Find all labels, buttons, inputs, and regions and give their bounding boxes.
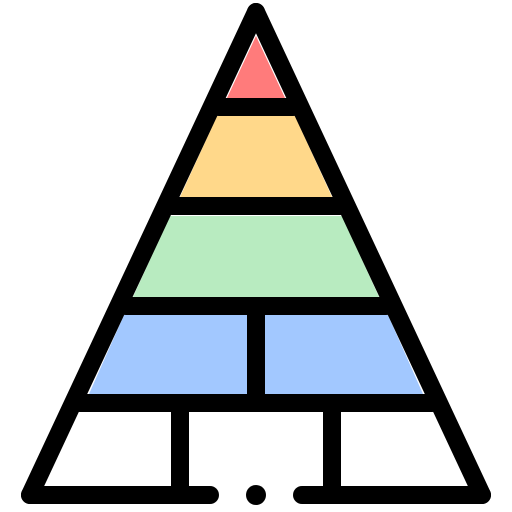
base-dot [246,485,266,505]
tier-fourth-right [264,315,423,394]
pyramid-right-edge [247,3,491,504]
tier-top [227,36,285,98]
pyramid-outline [21,3,491,504]
tier-second [180,116,332,197]
pyramid-left-edge [21,3,265,504]
tier-fourth-left [89,315,248,394]
tier-third [133,216,379,297]
tier-base [42,412,470,490]
